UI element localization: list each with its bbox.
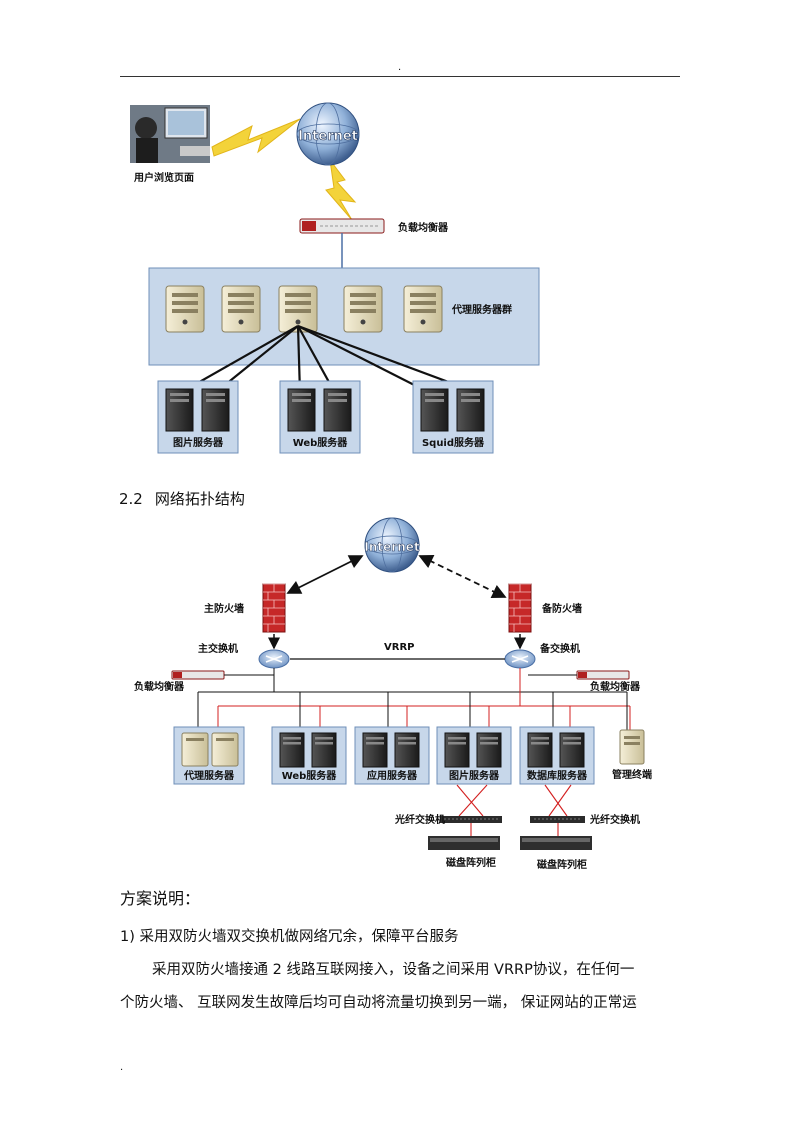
backup-firewall-icon bbox=[508, 583, 532, 633]
body-line-1: 采用双防火墙接通 2 线路互联网接入，设备之间采用 VRRP协议，在任何一 bbox=[152, 962, 635, 978]
server-box-label: Web服务器 bbox=[282, 769, 338, 782]
header-mark: . bbox=[398, 62, 402, 73]
server-box: 应用服务器 bbox=[354, 726, 430, 785]
rack-server-icon bbox=[201, 388, 230, 432]
server-box-label: 图片服务器 bbox=[449, 769, 500, 782]
internet-label: Internet bbox=[298, 129, 358, 144]
rack-server-icon bbox=[362, 732, 388, 768]
internet-label: Internet bbox=[364, 540, 419, 554]
server-group-box: Squid服务器 bbox=[412, 380, 494, 454]
management-terminal-label: 管理终端 bbox=[612, 768, 652, 781]
proxy-servers bbox=[165, 285, 443, 333]
server-group-box: Web服务器 bbox=[279, 380, 361, 454]
server-box-label: 应用服务器 bbox=[367, 769, 418, 782]
backup-switch-icon bbox=[504, 649, 536, 669]
main-switch-icon bbox=[258, 649, 290, 669]
user-label: 用户浏览页面 bbox=[133, 171, 194, 184]
server-tower-icon bbox=[181, 732, 209, 767]
server-link bbox=[297, 325, 431, 394]
server-box-label: 数据库服务器 bbox=[527, 769, 588, 782]
fiber-links bbox=[456, 784, 572, 836]
server-group-label: 图片服务器 bbox=[173, 436, 224, 449]
section-number: 2.2 bbox=[119, 490, 143, 508]
server-groups: 图片服务器 Web服务器 Squid服务器 bbox=[157, 380, 494, 454]
footer-mark: . bbox=[120, 1062, 124, 1073]
load-balancer-device bbox=[299, 218, 385, 234]
network-topology-diagram: Internet 主防火墙 备防火墙 主交换机 备交换机 VRRP bbox=[134, 517, 652, 871]
right-disk-array-label: 磁盘阵列柜 bbox=[537, 858, 587, 871]
backup-link-arrow bbox=[418, 554, 507, 599]
architecture-diagram: 用户浏览页面 Internet 负载均衡器 代理服务器群 图片服务器 Web服务器… bbox=[130, 102, 540, 454]
left-load-balancer-device bbox=[171, 670, 225, 680]
main-firewall-icon bbox=[262, 583, 286, 633]
proxy-group-label: 代理服务器群 bbox=[451, 303, 512, 316]
right-fiber-switch-device bbox=[530, 816, 585, 823]
main-firewall-label: 主防火墙 bbox=[204, 602, 244, 615]
lightning-bolt-icon bbox=[211, 118, 301, 157]
rack-server-icon bbox=[279, 732, 305, 768]
rack-server-icon bbox=[311, 732, 337, 768]
server-tower-icon bbox=[343, 285, 383, 333]
right-fiber-switch-label: 光纤交换机 bbox=[589, 813, 640, 826]
list-item-1: 1) 采用双防火墙双交换机做网络冗余，保障平台服务 bbox=[120, 929, 459, 945]
section-heading: 2.2 网络拓扑结构 bbox=[119, 488, 257, 509]
rack-server-icon bbox=[420, 388, 449, 432]
server-box: 数据库服务器 bbox=[519, 726, 595, 785]
server-group-label: Squid服务器 bbox=[422, 436, 485, 449]
right-load-balancer-label: 负载均衡器 bbox=[590, 680, 641, 693]
right-disk-array-device bbox=[520, 836, 592, 850]
server-tower-icon bbox=[165, 285, 205, 333]
internet-globe-icon: Internet bbox=[296, 102, 360, 166]
header-rule bbox=[120, 76, 680, 77]
vrrp-label: VRRP bbox=[384, 642, 414, 653]
left-disk-array-label: 磁盘阵列柜 bbox=[446, 856, 496, 869]
management-terminal-icon bbox=[619, 729, 645, 765]
rack-server-icon bbox=[476, 732, 502, 768]
rack-server-icon bbox=[394, 732, 420, 768]
user-browsing-image bbox=[130, 105, 210, 163]
server-group-box: 图片服务器 bbox=[157, 380, 239, 454]
server-tower-icon bbox=[221, 285, 261, 333]
server-group-label: Web服务器 bbox=[293, 436, 349, 449]
server-tower-icon bbox=[211, 732, 239, 767]
internet-globe-icon: Internet bbox=[364, 517, 420, 573]
rack-server-icon bbox=[444, 732, 470, 768]
server-box-label: 代理服务器 bbox=[183, 769, 235, 782]
load-balancer-label: 负载均衡器 bbox=[398, 221, 449, 234]
rack-server-icon bbox=[323, 388, 352, 432]
main-switch-label: 主交换机 bbox=[198, 642, 238, 655]
right-load-balancer-device bbox=[576, 670, 630, 680]
body-line-2: 个防火墙、 互联网发生故障后均可自动将流量切换到另一端， 保证网站的正常运 bbox=[120, 995, 637, 1011]
server-box: 代理服务器 bbox=[173, 726, 245, 785]
plan-heading: 方案说明： bbox=[120, 889, 201, 908]
section-title: 网络拓扑结构 bbox=[154, 490, 245, 508]
server-tower-icon bbox=[278, 285, 318, 333]
server-box: Web服务器 bbox=[271, 726, 347, 785]
rack-server-icon bbox=[456, 388, 485, 432]
lightning-bolt-icon bbox=[325, 159, 357, 221]
server-box: 图片服务器 bbox=[436, 726, 512, 785]
backup-firewall-label: 备防火墙 bbox=[541, 602, 582, 615]
left-load-balancer-label: 负载均衡器 bbox=[134, 680, 185, 693]
server-tower-icon bbox=[403, 285, 443, 333]
rack-server-icon bbox=[527, 732, 553, 768]
rack-server-icon bbox=[559, 732, 585, 768]
left-fiber-switch-device bbox=[440, 816, 502, 823]
left-fiber-switch-label: 光纤交换机 bbox=[394, 813, 445, 826]
rack-server-icon bbox=[165, 388, 194, 432]
backup-switch-label: 备交换机 bbox=[539, 642, 580, 655]
main-link-arrow bbox=[286, 555, 364, 594]
server-groups: 代理服务器 Web服务器 应用服务器 图片服务器 数据库服务器 bbox=[173, 726, 595, 785]
rack-server-icon bbox=[287, 388, 316, 432]
left-disk-array-device bbox=[428, 836, 500, 850]
